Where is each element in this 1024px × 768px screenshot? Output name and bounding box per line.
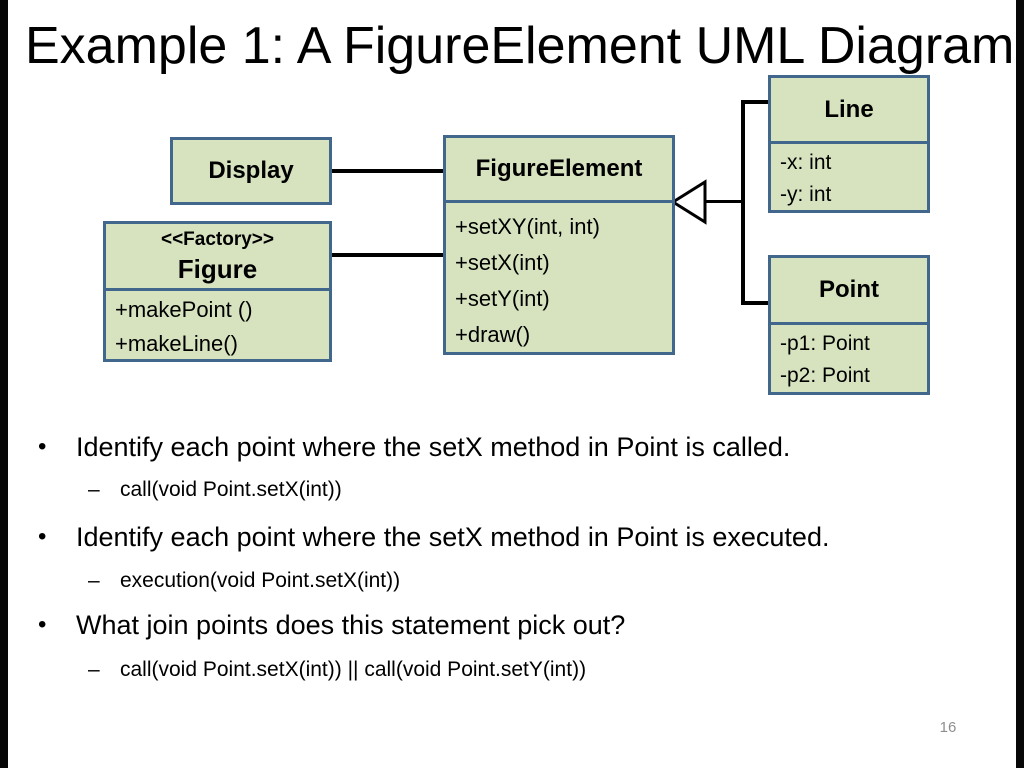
class-members: +setXY(int, int) +setX(int) +setY(int) +… [446,203,672,353]
class-member: +makePoint () [115,297,253,322]
right-edge-bar [1016,0,1024,768]
bullet-icon: • [38,433,47,460]
slide-title: Example 1: A FigureElement UML Diagram [25,17,1015,75]
bullet-item: • Identify each point where the setX met… [38,429,790,465]
uml-class-point: Point -p1: Point -p2: Point [768,255,930,395]
class-title: Display [208,157,294,184]
sub-bullet-text: call(void Point.setX(int)) || call(void … [120,658,587,681]
class-name: Figure [177,254,258,284]
dash-icon: – [88,478,100,501]
association-line-display-figureelement [332,169,443,173]
class-title: <<Factory>> Figure [106,224,329,291]
class-member: +setXY(int, int) [455,214,600,239]
bullet-text: Identify each point where the setX metho… [76,522,830,552]
bullet-icon: • [38,611,47,638]
uml-class-figureelement: FigureElement +setXY(int, int) +setX(int… [443,135,675,355]
inheritance-bracket-top-stub [741,100,768,104]
page-number: 16 [939,719,957,736]
bullet-item: • Identify each point where the setX met… [38,519,829,555]
uml-class-line: Line -x: int -y: int [768,75,930,213]
sub-bullet-item: – call(void Point.setX(int)) || call(voi… [88,656,586,684]
sub-bullet-item: – call(void Point.setX(int)) [88,476,342,504]
class-member: -y: int [780,183,832,206]
class-members: +makePoint () +makeLine() [106,291,329,361]
uml-class-figure: <<Factory>> Figure +makePoint () +makeLi… [103,221,332,362]
class-members: -p1: Point -p2: Point [771,325,927,392]
sub-bullet-text: call(void Point.setX(int)) [120,478,342,501]
class-member: -p2: Point [780,364,870,387]
left-edge-bar [0,0,8,768]
class-title: Point [771,258,927,325]
class-title: Line [771,78,927,144]
dash-icon: – [88,658,100,681]
class-member: -x: int [780,151,832,174]
class-member: +makeLine() [115,331,238,356]
class-stereotype: <<Factory>> [160,229,275,250]
inheritance-bracket-vertical [741,100,745,305]
association-line-figure-figureelement [332,253,443,257]
class-member: -p1: Point [780,332,870,355]
bullet-text: Identify each point where the setX metho… [76,432,791,462]
dash-icon: – [88,569,100,592]
bullet-text: What join points does this statement pic… [76,610,626,640]
generalization-line [704,200,744,203]
class-member: +setX(int) [455,250,550,275]
bullet-icon: • [38,523,47,550]
bullet-item: • What join points does this statement p… [38,607,625,643]
class-members: -x: int -y: int [771,144,927,211]
inheritance-arrow-icon [671,179,707,225]
class-member: +setY(int) [455,286,550,311]
class-title: FigureElement [446,138,672,203]
sub-bullet-text: execution(void Point.setX(int)) [120,569,401,592]
inheritance-bracket-bottom-stub [741,301,768,305]
sub-bullet-item: – execution(void Point.setX(int)) [88,567,400,595]
uml-class-display: Display [170,137,332,205]
class-member: +draw() [455,322,531,347]
